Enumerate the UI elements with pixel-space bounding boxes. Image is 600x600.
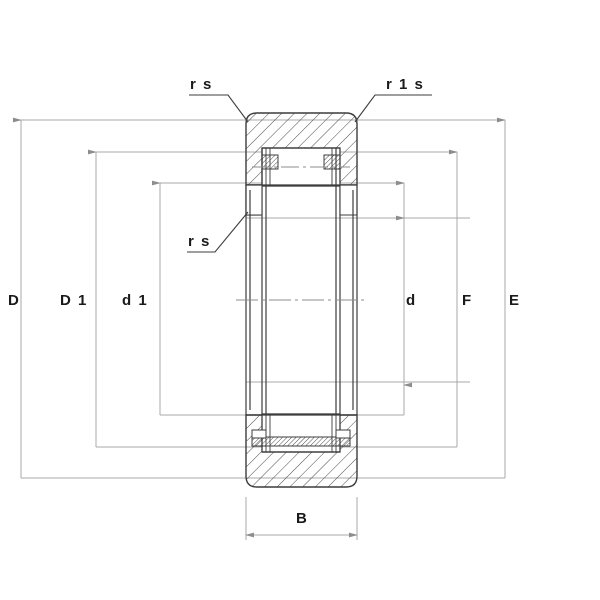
dim-label-d1: d 1 <box>122 292 148 309</box>
callout-label-r1s-top-right: r 1 s <box>386 76 424 93</box>
leader-rs-top-left <box>189 94 249 123</box>
inner-flange-upper-right <box>339 184 358 216</box>
inner-flange-upper-left <box>245 184 263 216</box>
dim-label-D: D <box>8 292 20 309</box>
dimension-d <box>246 215 470 388</box>
leader-r1s-top-right <box>354 94 432 123</box>
cage-band-lower <box>251 436 351 447</box>
labels-group: D D 1 d 1 d F E B r s r 1 s r s <box>8 76 521 527</box>
dim-label-D1: D 1 <box>60 292 88 309</box>
centerline-group <box>236 166 367 301</box>
callout-label-rs-mid-left: r s <box>188 233 211 250</box>
dim-label-F: F <box>462 292 473 309</box>
dim-label-B: B <box>296 510 308 527</box>
roller-end-details-lower <box>265 414 337 453</box>
cage-block-lower-right <box>335 429 351 439</box>
callout-leaders-group <box>187 94 432 253</box>
inner-ring-walls <box>261 148 341 415</box>
leader-rs-mid-left <box>187 211 249 253</box>
raceway-edges <box>246 147 357 453</box>
callout-label-rs-top-left: r s <box>190 76 213 93</box>
dimension-B <box>245 497 358 540</box>
cage-block-lower-left <box>251 429 267 439</box>
dim-label-d: d <box>406 292 417 309</box>
dim-label-E: E <box>509 292 521 309</box>
